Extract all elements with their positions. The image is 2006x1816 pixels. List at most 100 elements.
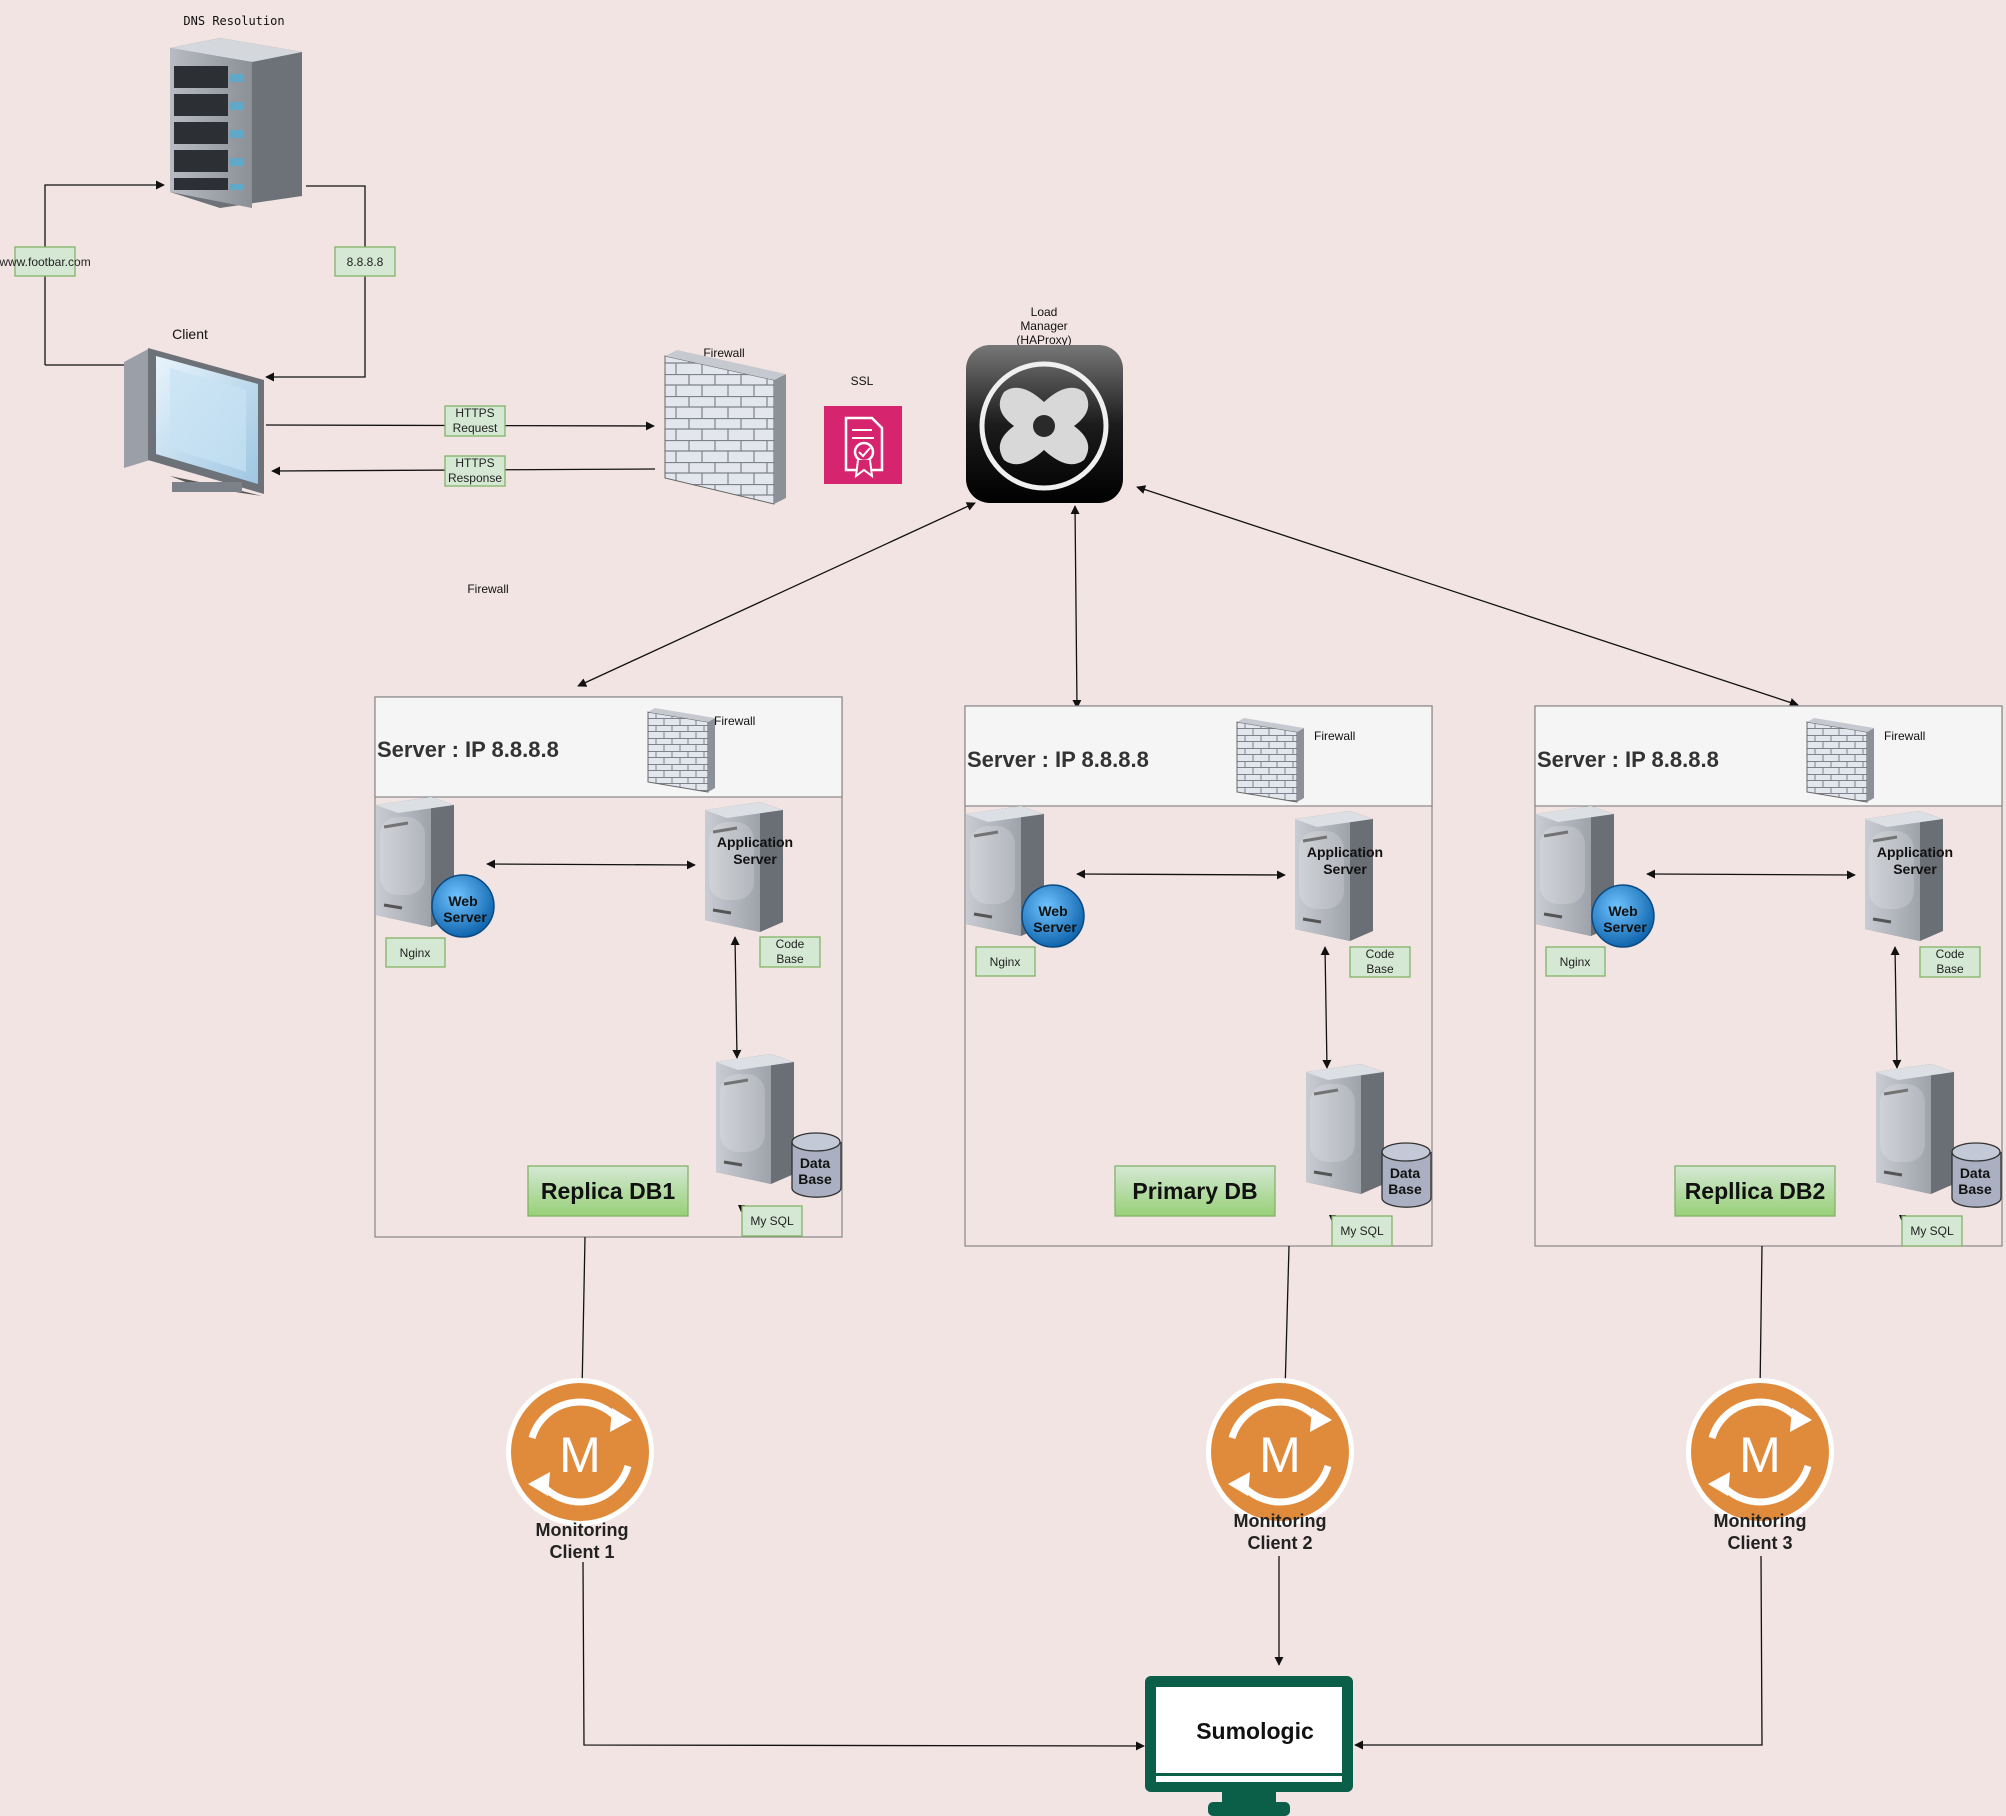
svg-text:HTTPS: HTTPS: [455, 406, 494, 420]
svg-text:Application: Application: [1307, 844, 1383, 860]
mysql-tag-3: My SQL: [1901, 1215, 1963, 1247]
dns-server-rack-icon: [170, 38, 302, 208]
svg-text:Data: Data: [1390, 1165, 1421, 1181]
svg-text:Code: Code: [1366, 947, 1395, 961]
client-computer-icon: [124, 348, 264, 496]
svg-text:Response: Response: [448, 471, 502, 485]
server-firewall-icon-1: [647, 707, 716, 793]
server-header-3: Server : IP 8.8.8.8: [1537, 747, 1719, 772]
svg-text:Application: Application: [1877, 844, 1953, 860]
monitoring-client-1: M Monitoring Client 1: [506, 1378, 654, 1562]
svg-text:My SQL: My SQL: [750, 1214, 794, 1228]
svg-text:Code: Code: [776, 937, 805, 951]
server-header-2: Server : IP 8.8.8.8: [967, 747, 1149, 772]
svg-text:Code: Code: [1936, 947, 1965, 961]
svg-text:M: M: [559, 1427, 601, 1483]
web-server-icon-1: Web Server: [374, 795, 495, 938]
sumologic-label: Sumologic: [1196, 1718, 1314, 1744]
svg-text:Data: Data: [1960, 1165, 1991, 1181]
svg-text:Base: Base: [776, 952, 804, 966]
server-header-1: Server : IP 8.8.8.8: [377, 737, 559, 762]
ssl-label: SSL: [851, 374, 874, 388]
code-base-tag-2: Code Base: [1349, 946, 1411, 978]
domain-tag: www.footbar.com: [0, 246, 91, 277]
server-panel-3: Server : IP 8.8.8.8 Firewall Web Server …: [1534, 705, 2003, 1247]
svg-text:Client 3: Client 3: [1727, 1533, 1792, 1553]
app-server-icon-2: Application Server: [1293, 809, 1383, 943]
server-panel-2: Server : IP 8.8.8.8 Firewall Web Server …: [964, 705, 1433, 1247]
svg-text:Nginx: Nginx: [990, 955, 1021, 969]
svg-text:Data: Data: [800, 1155, 831, 1171]
svg-text:HTTPS: HTTPS: [455, 456, 494, 470]
svg-text:M: M: [1259, 1427, 1301, 1483]
svg-text:www.footbar.com: www.footbar.com: [0, 255, 91, 269]
database-server-icon-2: Data Base: [1304, 1062, 1432, 1208]
svg-text:Manager: Manager: [1020, 319, 1067, 333]
mysql-tag-1: My SQL: [741, 1205, 803, 1237]
svg-text:Base: Base: [1958, 1181, 1992, 1197]
svg-text:Web: Web: [1038, 903, 1067, 919]
nginx-tag-3: Nginx: [1545, 946, 1606, 977]
svg-text:Server: Server: [1323, 861, 1367, 877]
edge-firewall-icon: [664, 350, 786, 505]
svg-text:Base: Base: [798, 1171, 832, 1187]
client-label: Client: [172, 326, 208, 342]
svg-text:Base: Base: [1366, 962, 1394, 976]
https-response-tag: HTTPS Response: [444, 455, 506, 487]
svg-text:My SQL: My SQL: [1340, 1224, 1384, 1238]
database-server-icon-1: Data Base: [714, 1052, 842, 1198]
server-firewall-icon-3: [1806, 717, 1875, 803]
svg-text:Load: Load: [1031, 305, 1058, 319]
code-base-tag-1: Code Base: [759, 936, 821, 968]
monitoring-client-2: M Monitoring Client 2: [1206, 1378, 1354, 1553]
app-server-icon-1: Application Server: [703, 800, 793, 934]
svg-text:Web: Web: [1608, 903, 1637, 919]
svg-text:8.8.8.8: 8.8.8.8: [347, 255, 384, 269]
database-server-icon-3: Data Base: [1874, 1062, 2002, 1208]
dns-ip-tag: 8.8.8.8: [334, 246, 396, 277]
nginx-tag-2: Nginx: [975, 946, 1036, 977]
sumologic-monitor-icon: Sumologic: [1145, 1676, 1353, 1816]
nginx-tag-1: Nginx: [385, 937, 446, 968]
haproxy-load-balancer-icon: [966, 345, 1123, 503]
svg-text:Server: Server: [733, 851, 777, 867]
svg-text:Server: Server: [443, 909, 487, 925]
svg-text:Monitoring: Monitoring: [1234, 1511, 1327, 1531]
svg-text:Server: Server: [1033, 919, 1077, 935]
server-firewall-label-1: Firewall: [714, 714, 755, 728]
load-balancer-label: Load Manager (HAProxy): [1016, 305, 1071, 347]
svg-text:Client 1: Client 1: [549, 1542, 614, 1562]
monitoring-client-3: M Monitoring Client 3: [1686, 1378, 1834, 1553]
svg-text:Application: Application: [717, 834, 793, 850]
svg-text:Request: Request: [453, 421, 498, 435]
svg-text:Server: Server: [1893, 861, 1937, 877]
code-base-tag-3: Code Base: [1919, 946, 1981, 978]
svg-text:M: M: [1739, 1427, 1781, 1483]
svg-text:My SQL: My SQL: [1910, 1224, 1954, 1238]
edge-firewall-label: Firewall: [703, 346, 744, 360]
ssl-certificate-icon: [824, 406, 902, 484]
server-firewall-label-2: Firewall: [1314, 729, 1355, 743]
svg-text:Repllica DB2: Repllica DB2: [1685, 1178, 1826, 1204]
svg-text:Web: Web: [448, 893, 477, 909]
replica-db1-label: Replica DB1: [527, 1165, 689, 1217]
replica-db2-label: Repllica DB2: [1674, 1165, 1836, 1217]
svg-text:Nginx: Nginx: [400, 946, 431, 960]
svg-text:Monitoring: Monitoring: [536, 1520, 629, 1540]
svg-text:Replica DB1: Replica DB1: [541, 1178, 675, 1204]
svg-text:Base: Base: [1388, 1181, 1422, 1197]
app-server-icon-3: Application Server: [1863, 809, 1953, 943]
web-server-icon-2: Web Server: [964, 804, 1085, 948]
server-panel-1: Server : IP 8.8.8.8 Firewall Web Server …: [374, 696, 843, 1238]
mysql-tag-2: My SQL: [1331, 1215, 1393, 1247]
dns-title: DNS Resolution: [183, 14, 284, 28]
https-request-tag: HTTPS Request: [444, 405, 506, 437]
middle-firewall-label: Firewall: [467, 582, 508, 596]
svg-text:Base: Base: [1936, 962, 1964, 976]
server-firewall-icon-2: [1236, 717, 1305, 803]
svg-text:Nginx: Nginx: [1560, 955, 1591, 969]
svg-text:Client 2: Client 2: [1247, 1533, 1312, 1553]
svg-text:Primary DB: Primary DB: [1132, 1178, 1257, 1204]
server-firewall-label-3: Firewall: [1884, 729, 1925, 743]
